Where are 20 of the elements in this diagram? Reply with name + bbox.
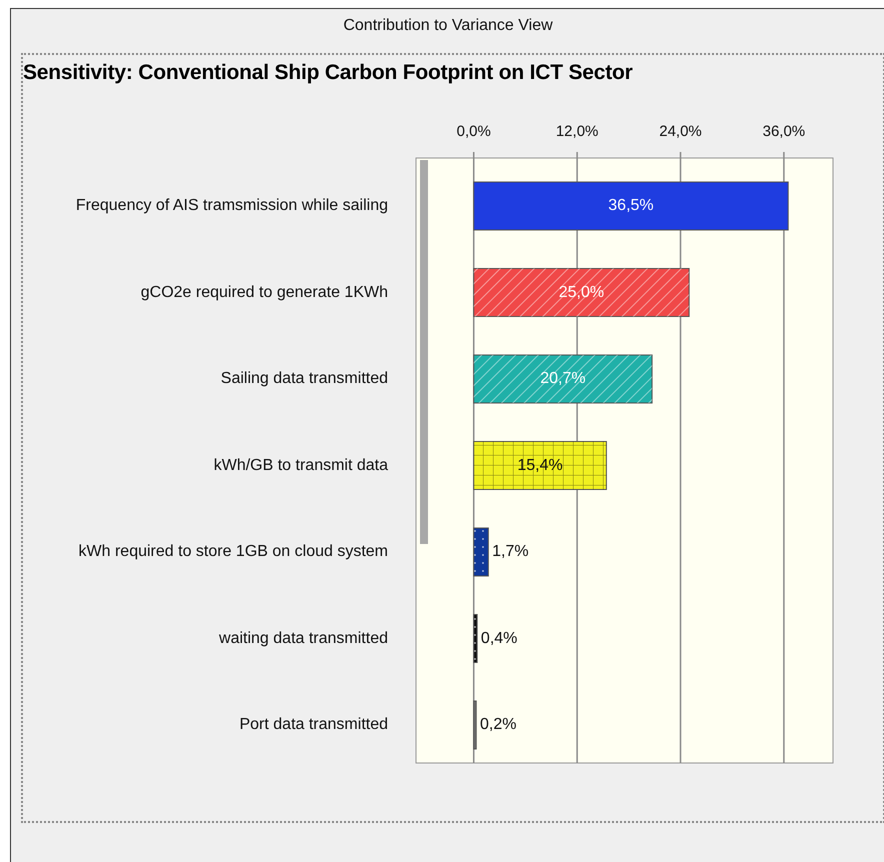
axis-tick-label: 36,0% (762, 123, 806, 140)
category-label: Port data transmitted (238, 715, 388, 736)
window-title: Contribution to Variance View (342, 17, 554, 35)
category-label: Sailing data transmitted (220, 369, 388, 390)
value-label: 0,4% (480, 630, 518, 648)
axis-tick-label: 0,0% (456, 123, 491, 140)
chart-title: Sensitivity: Conventional Ship Carbon Footprint on ICT Sector (23, 61, 633, 85)
category-label: Frequency of AIS tramsmission while sailing (74, 196, 388, 216)
value-label: 20,7% (540, 370, 586, 388)
category-label: gCO2e required to generate 1KWh (140, 282, 388, 303)
value-label: 15,4% (517, 456, 563, 474)
category-label: kWh required to store 1GB on cloud system (78, 542, 388, 562)
value-label: 36,5% (608, 197, 654, 215)
value-label: 0,2% (480, 716, 516, 734)
axis-tick-label: 24,0% (659, 123, 702, 140)
axis-tick-label: 12,0% (556, 123, 598, 140)
category-label: waiting data transmitted (218, 628, 388, 649)
value-label: 1,7% (492, 543, 529, 561)
value-label: 25,0% (558, 284, 604, 302)
category-label: kWh/GB to transmit data (212, 456, 388, 476)
